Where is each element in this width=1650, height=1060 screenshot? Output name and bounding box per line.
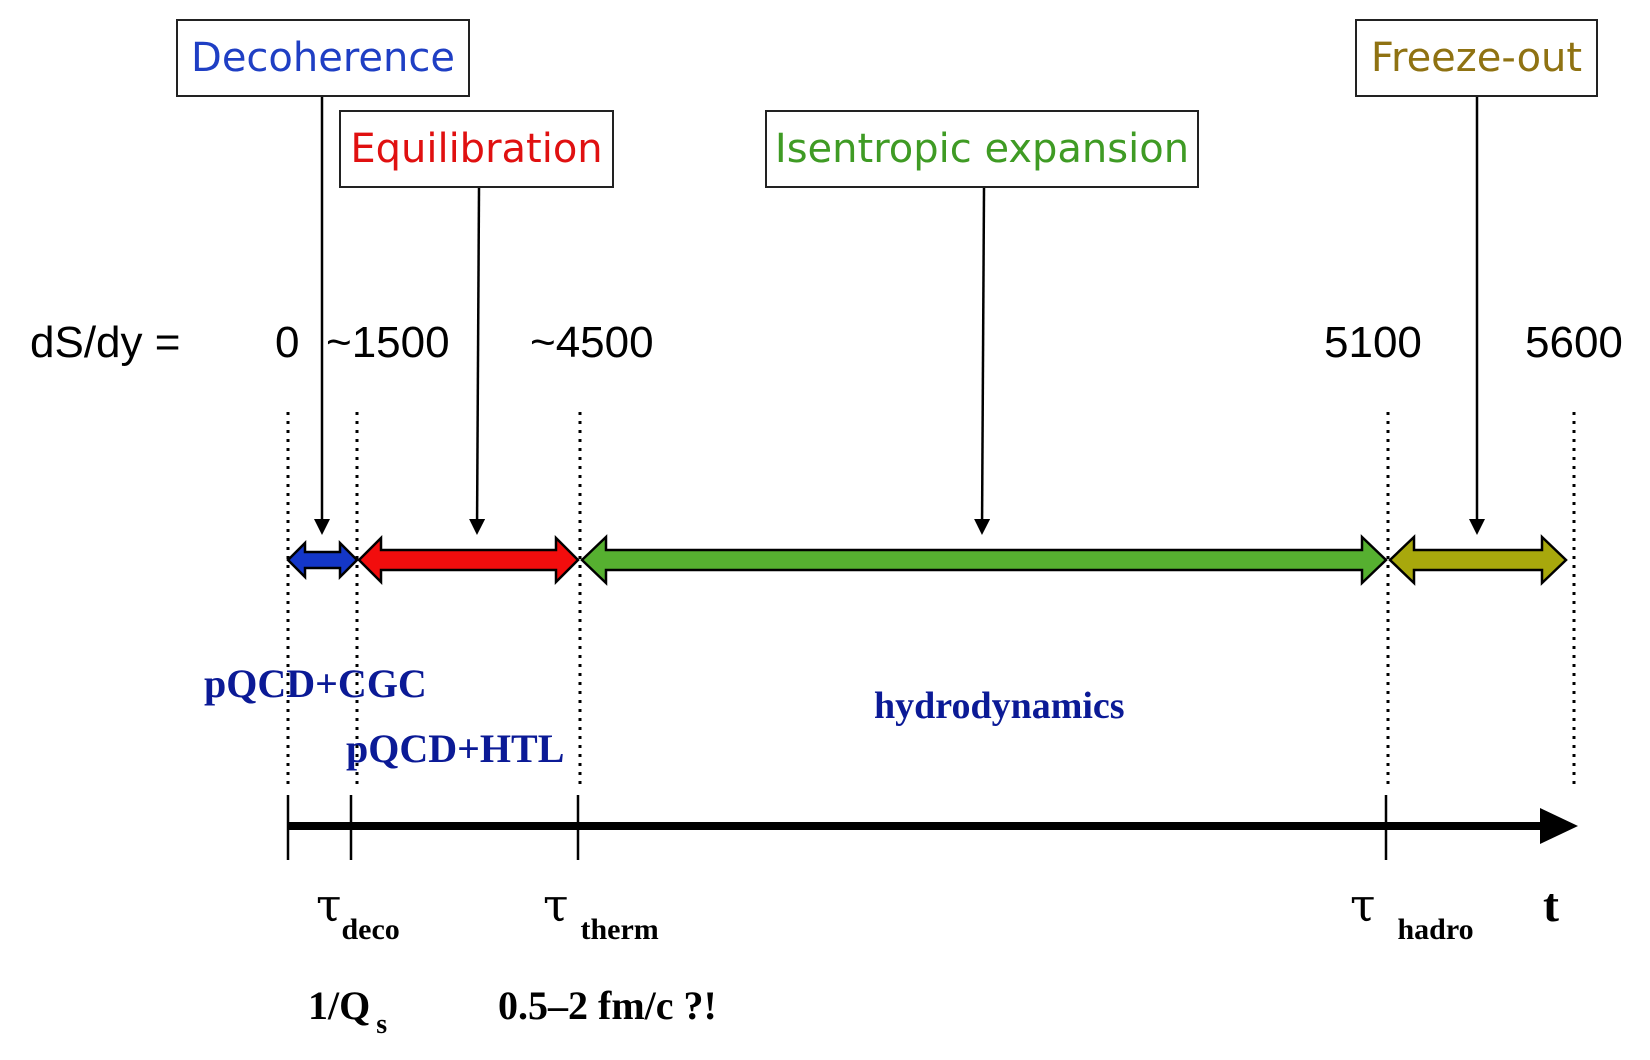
decoherence-phase-arrow <box>286 539 359 581</box>
decoherence-box: Decoherence <box>176 19 470 97</box>
freezeout-box: Freeze-out <box>1355 19 1598 97</box>
entropy-value-3: 5100 <box>1324 318 1422 367</box>
freezeout-phase-arrow <box>1388 534 1568 586</box>
pointer-isentropic <box>974 187 991 535</box>
tau-deco-subscript: deco <box>341 913 400 946</box>
isentropic-phase-arrow <box>580 534 1388 586</box>
entropy-value-1: ~1500 <box>326 318 450 367</box>
deco-time-value-subscript: s <box>376 1009 388 1040</box>
deco-time-value-main: 1/Q <box>308 983 371 1028</box>
tau-deco-symbol: τ <box>316 878 342 932</box>
equilibration-box: Equilibration <box>339 110 614 188</box>
decoherence-label: Decoherence <box>191 35 455 81</box>
entropy-value-0: 0 <box>275 318 300 367</box>
tau-therm-symbol: τ <box>543 878 569 932</box>
entropy-label: dS/dy = <box>30 318 181 367</box>
pointer-equilibration <box>469 187 486 535</box>
time-axis-label: t <box>1543 879 1559 932</box>
isentropic-expansion-box: Isentropic expansion <box>765 110 1199 188</box>
model-label-pqcd-htl: pQCD+HTL <box>346 726 565 771</box>
freezeout-label: Freeze-out <box>1370 35 1583 81</box>
time-axis-arrowhead <box>1540 808 1578 844</box>
tau-deco-marker: τdeco <box>316 878 400 946</box>
entropy-value-4: 5600 <box>1525 318 1623 367</box>
model-label-hydrodynamics: hydrodynamics <box>874 685 1125 727</box>
equilibration-label: Equilibration <box>350 126 603 172</box>
model-label-pqcd-cgc: pQCD+CGC <box>204 661 427 706</box>
tau-hadro-symbol: τ <box>1350 878 1376 932</box>
tau-hadro-subscript: hadro <box>1397 913 1474 946</box>
therm-time-value: 0.5–2 fm/c ?! <box>498 983 717 1028</box>
equilibration-phase-arrow <box>357 534 580 586</box>
tau-therm-subscript: therm <box>580 913 659 946</box>
entropy-value-2: ~4500 <box>530 318 654 367</box>
isentropic-expansion-label: Isentropic expansion <box>774 126 1190 172</box>
